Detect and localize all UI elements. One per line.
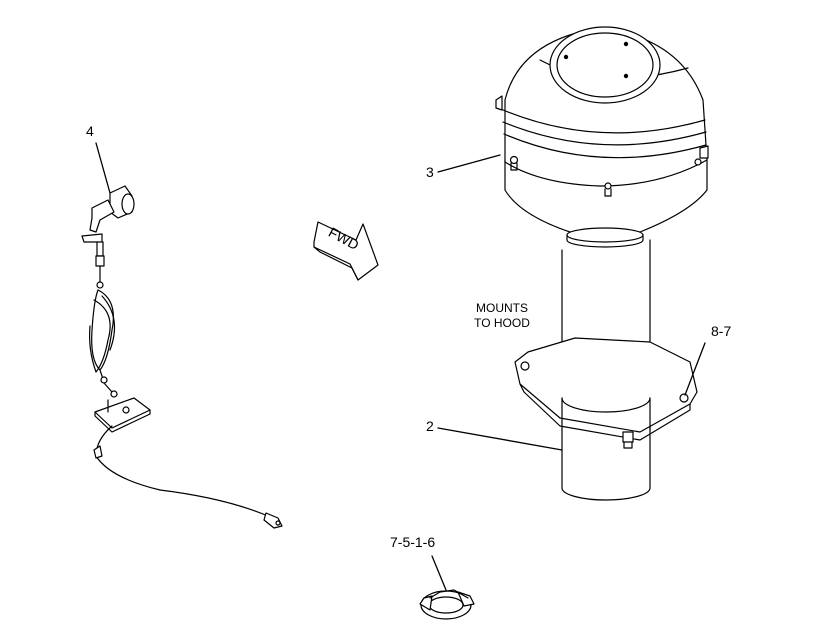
precleaner-assembly xyxy=(495,26,709,501)
dome-cap-part-3 xyxy=(495,26,709,197)
mounts-to-hood-note: MOUNTS TO HOOD xyxy=(466,301,538,331)
callout-8-7: 8-7 xyxy=(711,323,732,339)
leader-lines xyxy=(95,142,706,591)
callout-7-5-1-6: 7-5-1-6 xyxy=(390,534,436,550)
fwd-direction-arrow xyxy=(313,221,379,281)
callout-3: 3 xyxy=(426,164,434,180)
callout-2: 2 xyxy=(426,418,434,434)
indicator-harness-part-4 xyxy=(81,185,283,529)
callout-4: 4 xyxy=(86,123,94,139)
clamp-part-7-5-1-6 xyxy=(419,589,475,620)
mounts-note-line1: MOUNTS xyxy=(476,301,528,315)
mounting-plate xyxy=(514,337,698,449)
mounts-note-line2: TO HOOD xyxy=(474,316,530,330)
